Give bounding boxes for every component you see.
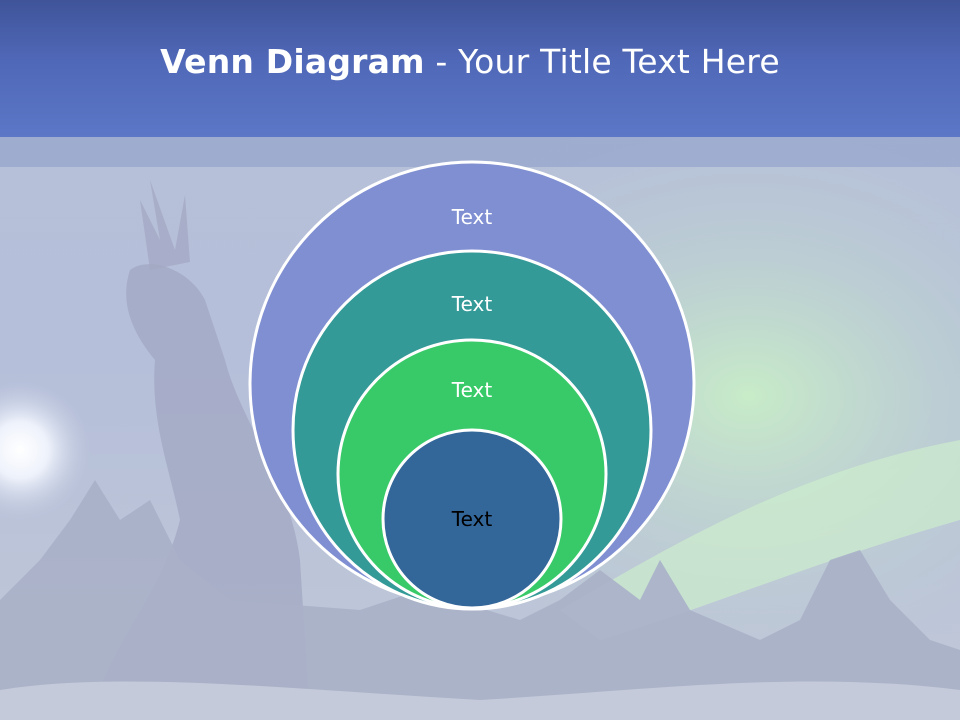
title-bold: Venn Diagram [160,42,425,81]
title-rest: - Your Title Text Here [424,42,780,81]
circle-1-label: Text [451,205,493,229]
circle-4 [381,428,563,610]
circle-3-label: Text [451,378,493,402]
header-bar [0,0,960,137]
circle-4-label: Text [451,507,493,531]
circle-2-label: Text [451,292,493,316]
slide-title: Venn Diagram - Your Title Text Here [0,40,940,84]
